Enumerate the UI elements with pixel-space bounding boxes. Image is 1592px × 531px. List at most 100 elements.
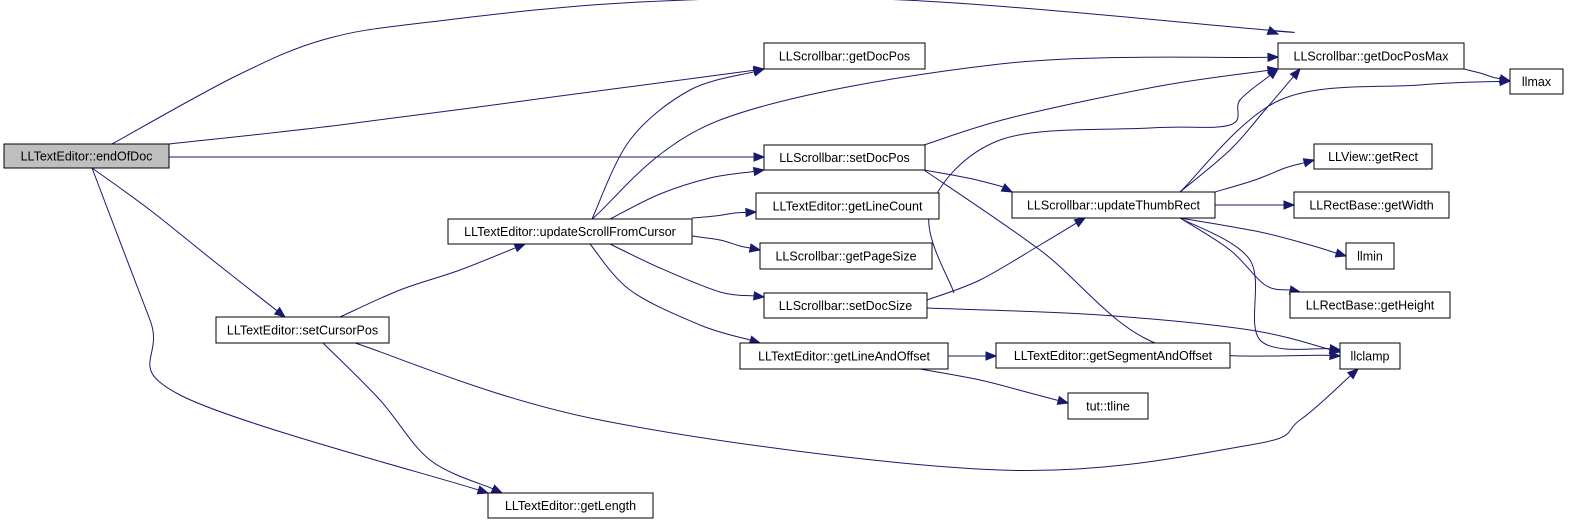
node-te_getLength[interactable]: LLTextEditor::getLength: [487, 492, 654, 519]
edge-line: [1214, 162, 1305, 193]
node-label: LLTextEditor::getSegmentAndOffset: [1014, 349, 1213, 363]
edge-line: [1179, 217, 1291, 291]
node-label: LLScrollbar::getPageSize: [775, 250, 916, 264]
edge-sb_updateThumb-to-sb_getDocPosMax: [1179, 67, 1301, 193]
edge-te_updateScroll-to-te_getLineAndOffset: [589, 243, 762, 345]
edge-arrowhead: [752, 166, 766, 177]
node-label: llmin: [1357, 250, 1383, 264]
node-box: [215, 316, 390, 344]
node-box: [763, 144, 926, 171]
node-box: [487, 492, 654, 519]
edge-line: [1179, 76, 1294, 193]
node-box: [1277, 42, 1465, 70]
edge-sb_updateThumb-to-view_getRect: [1214, 158, 1316, 193]
node-sb_getDocPos[interactable]: LLScrollbar::getDocPos: [763, 42, 926, 70]
edge-te_setCursorPos-to-te_updateScroll: [339, 243, 527, 318]
node-sb_setDocPos[interactable]: LLScrollbar::setDocPos: [763, 144, 926, 171]
node-label: LLTextEditor::setCursorPos: [227, 324, 378, 338]
edge-endOfDoc-to-te_setCursorPos: [91, 167, 287, 318]
node-te_getLineAndOffset[interactable]: LLTextEditor::getLineAndOffset: [739, 342, 949, 370]
edge-line: [691, 212, 747, 219]
edges-layer: [91, 0, 1512, 495]
node-label: LLScrollbar::updateThumbRect: [1027, 199, 1201, 213]
node-label: LLRectBase::getWidth: [1309, 199, 1433, 213]
node-te_getSegmentAndOffset[interactable]: LLTextEditor::getSegmentAndOffset: [995, 342, 1231, 369]
node-endOfDoc[interactable]: LLTextEditor::endOfDoc: [3, 143, 170, 169]
node-label: llclamp: [1351, 350, 1390, 364]
node-box: [755, 192, 940, 220]
edge-sb_updateThumb-to-llmin: [1179, 217, 1348, 258]
edge-te_updateScroll-to-sb_getDocPosMax: [591, 52, 1280, 220]
edge-arrowhead: [273, 306, 287, 318]
node-label: LLScrollbar::getDocPosMax: [1294, 50, 1450, 64]
node-label: LLScrollbar::setDocSize: [779, 299, 912, 313]
node-label: LLTextEditor::endOfDoc: [21, 150, 153, 164]
edge-te_getLineAndOffset-to-te_getSegmentAndOffset: [948, 351, 998, 361]
node-box: [1293, 191, 1450, 219]
edge-arrowhead: [753, 291, 766, 301]
edge-endOfDoc-to-sb_setDocPos: [169, 152, 766, 162]
node-sb_getPageSize[interactable]: LLScrollbar::getPageSize: [759, 242, 933, 270]
node-box: [995, 342, 1231, 369]
node-box: [1313, 143, 1433, 170]
node-box: [1011, 191, 1216, 219]
edge-sb_setDocSize-to-llclamp: [926, 307, 1342, 355]
node-tut_tline[interactable]: tut::tline: [1067, 392, 1149, 420]
edge-sb_setDocSize-to-sb_updateThumb: [926, 217, 1087, 301]
edge-endOfDoc-to-sb_getDocPos: [168, 65, 766, 145]
edge-line: [91, 167, 479, 491]
node-box: [1067, 392, 1149, 420]
edge-line: [926, 307, 1331, 351]
edge-endOfDoc-to-sb_getDocPosMax: [111, 0, 1295, 145]
node-box: [763, 42, 926, 70]
edge-arrowhead: [1289, 67, 1301, 81]
node-sb_getDocPosMax[interactable]: LLScrollbar::getDocPosMax: [1277, 42, 1465, 70]
edge-arrowhead: [1283, 200, 1296, 210]
edge-line: [354, 342, 1351, 472]
node-label: LLTextEditor::getLineAndOffset: [758, 350, 930, 364]
edge-te_setCursorPos-to-llclamp: [354, 342, 1360, 472]
edge-line: [1179, 80, 1501, 193]
edge-te_getLineAndOffset-to-tut_tline: [919, 368, 1070, 405]
edge-line: [322, 342, 494, 490]
node-llclamp[interactable]: llclamp: [1339, 342, 1401, 370]
node-view_getRect[interactable]: LLView::getRect: [1313, 143, 1433, 170]
node-sb_setDocSize[interactable]: LLScrollbar::setDocSize: [763, 292, 928, 319]
edge-arrowhead: [985, 351, 998, 361]
node-llmax[interactable]: llmax: [1509, 68, 1564, 95]
node-llmin[interactable]: llmin: [1345, 242, 1395, 270]
node-box: [739, 342, 949, 370]
edge-te_updateScroll-to-sb_setDocSize: [609, 243, 766, 301]
edge-line: [923, 169, 1331, 357]
node-box: [763, 292, 928, 319]
edge-line: [926, 222, 1077, 301]
edge-line: [589, 243, 751, 341]
edge-te_updateScroll-to-te_getLineCount: [691, 207, 758, 219]
edge-te_updateScroll-to-sb_setDocPos: [609, 166, 766, 220]
edge-arrowhead: [513, 243, 527, 253]
edge-arrowhead: [745, 207, 758, 218]
edge-line: [919, 368, 1059, 401]
node-box: [1339, 342, 1401, 370]
edge-arrowhead: [748, 243, 762, 253]
edge-te_updateScroll-to-sb_getDocPos: [591, 67, 766, 220]
node-te_updateScroll[interactable]: LLTextEditor::updateScrollFromCursor: [447, 218, 693, 245]
edge-sb_setDocPos-to-sb_updateThumb: [923, 169, 1014, 193]
node-te_setCursorPos[interactable]: LLTextEditor::setCursorPos: [215, 316, 390, 344]
edge-arrowhead: [490, 484, 504, 494]
node-sb_updateThumb[interactable]: LLScrollbar::updateThumbRect: [1011, 191, 1216, 219]
edge-line: [1463, 68, 1501, 80]
edge-arrowhead: [1499, 76, 1512, 87]
edge-arrowhead: [1056, 395, 1070, 405]
edge-line: [923, 169, 1005, 188]
node-label: LLView::getRect: [1328, 150, 1418, 164]
edge-line: [923, 69, 1269, 146]
edge-arrowhead: [1266, 25, 1280, 35]
edge-line: [591, 56, 1269, 220]
node-label: LLScrollbar::getDocPos: [779, 50, 910, 64]
edge-line: [1179, 217, 1337, 254]
node-rb_getWidth[interactable]: LLRectBase::getWidth: [1293, 191, 1450, 219]
node-rb_getHeight[interactable]: LLRectBase::getHeight: [1289, 291, 1451, 319]
node-te_getLineCount[interactable]: LLTextEditor::getLineCount: [755, 192, 940, 220]
